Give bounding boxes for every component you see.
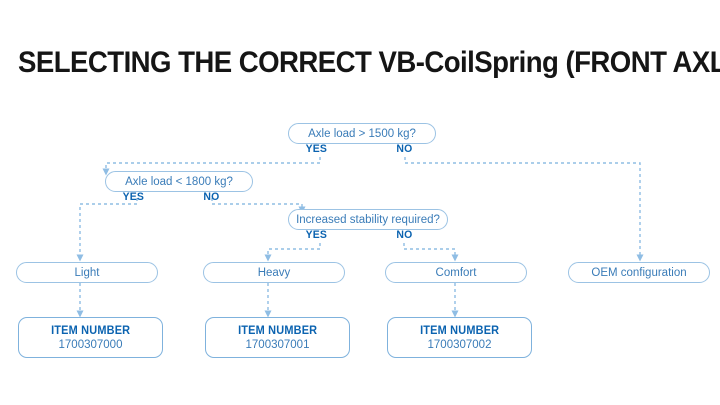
result-oem-configuration[interactable]: OEM configuration <box>568 262 710 283</box>
branch-label-d1-yes: YES <box>305 143 328 155</box>
connector-d2-no <box>211 198 306 214</box>
branch-label-d3-yes: YES <box>305 229 328 241</box>
result-label: Light <box>74 266 100 279</box>
decision-label: Axle load > 1500 kg? <box>308 127 416 140</box>
decision-axle-load-1800[interactable]: Axle load < 1800 kg? <box>105 171 253 192</box>
branch-label-d2-no: NO <box>203 191 220 203</box>
item-number-value: 1700307001 <box>245 338 310 351</box>
connector-d3-yes <box>264 243 321 262</box>
decision-axle-load-1500[interactable]: Axle load > 1500 kg? <box>288 123 436 144</box>
decision-increased-stability[interactable]: Increased stability required? <box>288 209 448 230</box>
result-label: Comfort <box>435 266 477 279</box>
item-number-title: ITEM NUMBER <box>237 324 318 337</box>
item-number-box-heavy[interactable]: ITEM NUMBER 1700307001 <box>205 317 350 358</box>
connector-d2-yes <box>76 198 138 262</box>
result-light[interactable]: Light <box>16 262 158 283</box>
connector-d1-no <box>404 157 644 262</box>
decision-label: Axle load < 1800 kg? <box>125 175 233 188</box>
page-title: SELECTING THE CORRECT VB-CoilSpring (FRO… <box>18 46 720 79</box>
result-label: Heavy <box>257 266 291 279</box>
connector-d1-yes <box>102 157 321 176</box>
item-number-value: 1700307000 <box>58 338 123 351</box>
item-number-title: ITEM NUMBER <box>419 324 500 337</box>
item-number-box-comfort[interactable]: ITEM NUMBER 1700307002 <box>387 317 532 358</box>
branch-label-d1-no: NO <box>396 143 413 155</box>
item-number-value: 1700307002 <box>427 338 492 351</box>
result-heavy[interactable]: Heavy <box>203 262 345 283</box>
decision-label: Increased stability required? <box>296 213 440 226</box>
connector-d3-no <box>403 243 459 262</box>
result-label: OEM configuration <box>591 266 687 279</box>
result-comfort[interactable]: Comfort <box>385 262 527 283</box>
item-number-box-light[interactable]: ITEM NUMBER 1700307000 <box>18 317 163 358</box>
branch-label-d3-no: NO <box>396 229 413 241</box>
item-number-title: ITEM NUMBER <box>50 324 131 337</box>
branch-label-d2-yes: YES <box>122 191 145 203</box>
